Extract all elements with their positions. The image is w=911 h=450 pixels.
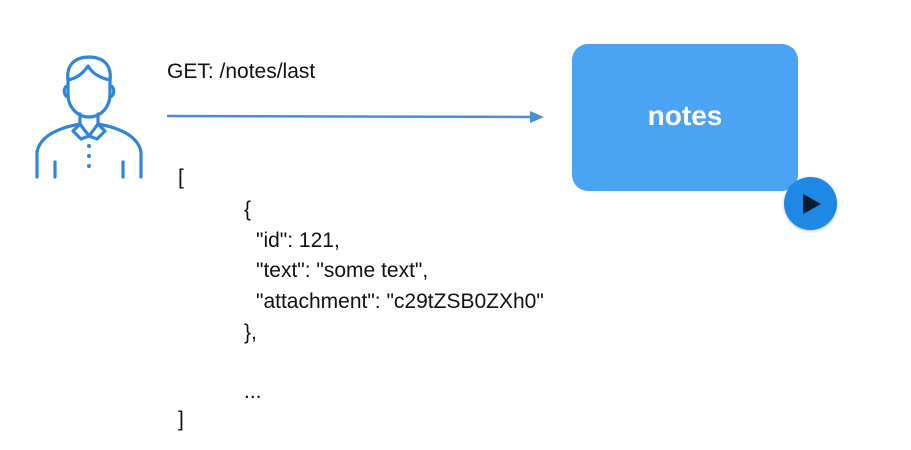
json-line: }, [244, 321, 257, 344]
json-line: [ [178, 166, 184, 189]
notes-service-box: notes [572, 44, 798, 191]
json-line: { [244, 198, 252, 221]
user-icon [35, 55, 143, 179]
request-arrow [166, 111, 544, 123]
service-label: notes [647, 99, 723, 131]
play-button[interactable] [784, 177, 837, 230]
json-line: ... [244, 380, 262, 403]
json-line: "id": 121, [256, 229, 340, 252]
shirt-buttons [87, 144, 91, 168]
request-label: GET: /notes/last [167, 60, 316, 83]
json-line: ] [178, 408, 184, 431]
json-line: "text": "some text", [256, 259, 429, 282]
play-icon [803, 193, 821, 214]
json-line: "attachment": "c29tZSB0ZXh0" [256, 290, 544, 313]
